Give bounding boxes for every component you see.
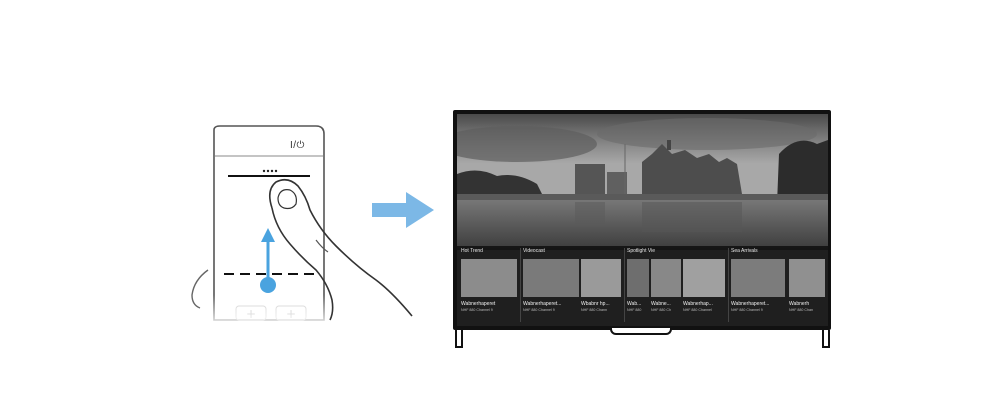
- thumbnail-caption: Wab...: [627, 301, 649, 307]
- thumbnail[interactable]: [461, 259, 517, 297]
- thumbnail[interactable]: [789, 259, 825, 297]
- thumbnail-subtitle: NHF 880 Channel 9: [731, 308, 785, 312]
- thumbnail-caption: Wabnerhaperet: [461, 301, 517, 307]
- thumbnail-caption: Wbabnr hp...: [581, 301, 621, 307]
- category-videocast[interactable]: Videocast Wabnerhaperet... NHF 880 Chann…: [521, 248, 623, 322]
- thumbnail-subtitle: NHF 880: [627, 308, 649, 312]
- thumbnail-subtitle: NHF 880 Chann: [581, 308, 621, 312]
- thumbnail[interactable]: [627, 259, 649, 297]
- thumbnail-subtitle: NHF 880 Channel 9: [461, 308, 517, 312]
- thumbnail[interactable]: [581, 259, 621, 297]
- thumbnail-subtitle: NHF 880 Channel 9: [523, 308, 579, 312]
- tv-screen: Hot Trend Wabnerhaperet NHF 880 Channel …: [457, 114, 828, 326]
- category-sea-arrivals[interactable]: Sea Arrivals Wabnerhaperet... NHF 880 Ch…: [729, 248, 827, 322]
- right-arrow-icon: [368, 188, 438, 232]
- thumbnail-caption: Wabnerhap...: [683, 301, 725, 307]
- thumbnail[interactable]: [731, 259, 785, 297]
- power-button-label: I/⏻: [290, 140, 305, 151]
- thumbnail[interactable]: [683, 259, 725, 297]
- tv-base: [610, 328, 672, 335]
- thumbnail-caption: Wabnerhaperet...: [523, 301, 579, 307]
- category-spotlight[interactable]: Spotlight Vie Wab... NHF 880 Wabne... NH…: [625, 248, 727, 322]
- thumbnail-subtitle: NHF 880 Chan: [789, 308, 825, 312]
- tv-stand-right: [822, 330, 830, 348]
- thumbnail[interactable]: [523, 259, 579, 297]
- tv-stand-left: [455, 330, 463, 348]
- thumbnail-caption: Wabnerh: [789, 301, 825, 307]
- category-hot-trend[interactable]: Hot Trend Wabnerhaperet NHF 880 Channel …: [459, 248, 519, 322]
- fingernail: [278, 190, 296, 209]
- thumbnail-subtitle: NHF 880 Channel: [683, 308, 725, 312]
- thumbnail-caption: Wabne...: [651, 301, 681, 307]
- thumbnail[interactable]: [651, 259, 681, 297]
- category-title: Spotlight Vie: [627, 248, 655, 254]
- thumbnail-caption: Wabnerhaperet...: [731, 301, 785, 307]
- category-title: Sea Arrivals: [731, 248, 758, 254]
- thumbnail-subtitle: NHF 880 Ch: [651, 308, 681, 312]
- category-title: Videocast: [523, 248, 545, 254]
- category-title: Hot Trend: [461, 248, 483, 254]
